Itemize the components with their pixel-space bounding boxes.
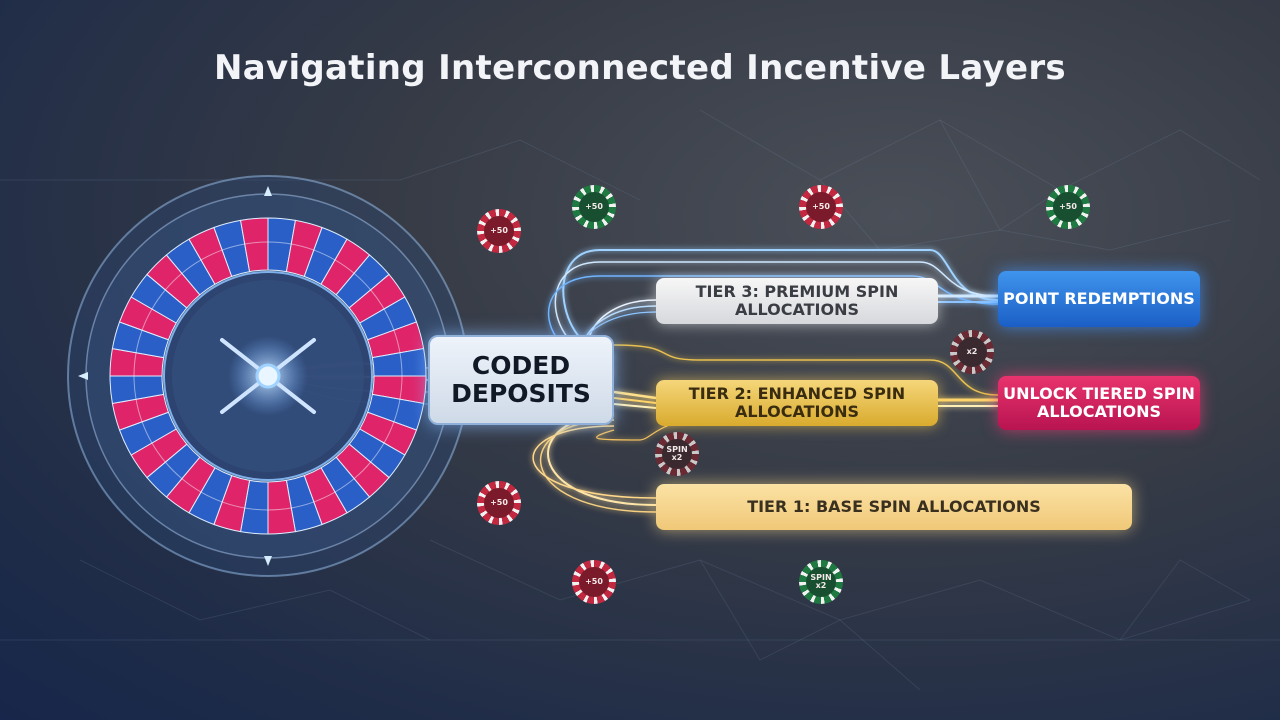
point-redemptions-node: POINT REDEMPTIONS xyxy=(998,271,1200,327)
tier3-premium-node: TIER 3: PREMIUM SPIN ALLOCATIONS xyxy=(656,278,938,324)
wheel-segment-divider xyxy=(399,352,403,377)
roulette-wheel xyxy=(67,175,469,577)
tier2-enhanced-node: TIER 2: ENHANCED SPIN ALLOCATIONS xyxy=(656,380,938,426)
tier1-base-node: TIER 1: BASE SPIN ALLOCATIONS xyxy=(656,484,1132,530)
casino-chip-icon: +50 xyxy=(799,185,843,229)
page-title: Navigating Interconnected Incentive Laye… xyxy=(214,48,1066,88)
casino-chip-icon: SPIN x2 xyxy=(799,560,843,604)
casino-chip-icon: +50 xyxy=(1046,185,1090,229)
background-network xyxy=(0,109,1280,691)
casino-chip-icon: +50 xyxy=(477,481,521,525)
unlock-tiered-node: UNLOCK TIERED SPIN ALLOCATIONS xyxy=(998,376,1200,430)
casino-chip-icon: +50 xyxy=(572,560,616,604)
casino-chip-icon: SPIN x2 xyxy=(655,432,699,476)
coded-deposits-node: CODED DEPOSITS xyxy=(428,335,614,425)
casino-chip-icon: +50 xyxy=(477,209,521,253)
casino-chip-icon: x2 xyxy=(950,330,994,374)
wheel-segment xyxy=(371,347,427,377)
casino-chip-icon: +50 xyxy=(572,185,616,229)
